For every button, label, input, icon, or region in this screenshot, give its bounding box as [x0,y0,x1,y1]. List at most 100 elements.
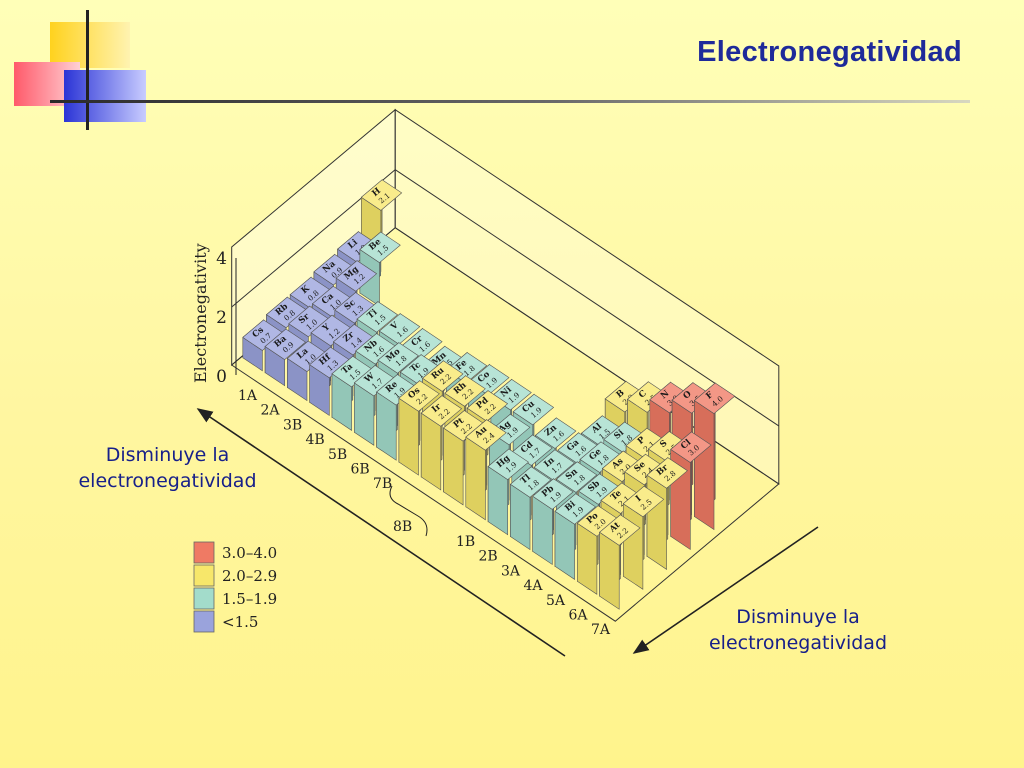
bar-top-face [509,466,552,498]
bar-front-face [599,531,620,610]
legend-label: 2.0–2.9 [222,567,277,585]
legend-label: 1.5–1.9 [222,590,277,608]
note-left: Disminuye la electronegatividad [60,442,275,494]
group-label-2b: 2B [479,549,498,565]
bar-top-face [377,342,419,374]
group-label-3a: 3A [501,563,521,579]
group-label-5b: 5B [328,447,347,463]
bar-cs: Cs0.7 [242,319,284,372]
arrow-right [632,526,819,654]
bar-at: At2.2 [599,514,641,610]
legend-swatch [193,587,215,610]
bar-top-face [444,375,486,407]
bar-top-face [466,390,509,422]
bar-top-face [533,449,575,481]
note-right: Disminuye la electronegatividad [688,604,908,656]
legend-item: 2.0–2.9 [193,564,277,587]
bar-top-face [398,380,440,412]
y-axis: 0 2 4 Electronegativity [191,243,237,387]
bar-top-face [554,493,596,525]
bar-front-face [694,399,715,531]
legend-swatch [193,541,215,564]
group-label-1b: 1B [456,534,475,550]
note-left-line1: Disminuye la [105,444,230,466]
bar-top-face [622,485,665,518]
element-symbol: F [704,390,715,402]
legend-label: 3.0–4.0 [222,544,277,562]
group-label-5a: 5A [546,593,566,609]
arrow-left [196,408,566,657]
bar-top-face [422,360,464,392]
legend: 3.0–4.0 2.0–2.9 1.5–1.9 <1.5 [193,541,277,633]
bar-top-face [535,417,577,449]
bar-front-face [443,427,464,506]
deco-line-horizontal [50,100,970,103]
bar-top-face [487,448,529,480]
y-axis-tick-0: 0 [216,367,227,387]
element-symbol: S [658,438,669,450]
group-label-7a: 7A [591,622,611,638]
group-label-1a: 1A [238,388,258,404]
group-label-6b: 6B [351,462,370,478]
legend-item: 1.5–1.9 [193,587,277,610]
bar-bi: Bi1.9 [554,493,596,580]
bar-po: Po2.0 [576,505,619,595]
bar-top-face [646,457,688,489]
note-right-line2: electronegatividad [708,632,888,654]
bar-hg: Hg1.9 [487,448,529,536]
slide-title: Electronegatividad [697,36,962,68]
bar-w: W1.7 [353,364,396,446]
deco-square-blue [64,70,146,122]
bar-top-face [599,514,641,546]
bar-front-face [646,474,667,570]
group-label-4a: 4A [524,578,544,594]
element-symbol: I [634,494,643,504]
bar-top-face [693,382,736,414]
bar-front-face [622,503,644,590]
deco-square-yellow [50,22,130,68]
bar-ir: Ir2.2 [420,394,463,491]
bar-top-face [420,395,463,427]
legend-label: <1.5 [222,613,258,631]
legend-swatch [193,610,215,633]
bar-hf: Hf1.3 [309,346,351,417]
element-symbol: P [636,435,648,447]
bar-top-face [378,313,421,345]
bar-top-face [335,260,378,292]
group-label-3b: 3B [283,417,302,433]
group-label-2a: 2A [261,403,281,419]
brace-8b [389,485,428,537]
element-symbol: C [637,388,649,400]
bar-ta: Ta1.5 [331,355,373,431]
note-left-line2: electronegatividad [78,470,257,492]
y-axis-label: Electronegativity [191,243,210,383]
element-bars: H2.1Li1.0Be1.5B2.0C2.5N3.0O3.5F4.0Na0.9M… [242,179,736,610]
legend-item: 3.0–4.0 [193,541,277,564]
legend-swatch [193,564,215,587]
legend-item: <1.5 [193,610,258,633]
bar-top-face [465,419,507,451]
bar-ba: Ba0.9 [264,328,306,387]
bar-front-face [465,436,486,521]
deco-line-vertical [86,10,89,130]
bar-front-face [398,397,419,476]
bar-top-face [555,461,598,493]
group-label-6a: 6A [569,608,589,624]
bar-pb: Pb1.9 [532,478,574,566]
bar-top-face [532,478,574,510]
bar-top-face [670,431,712,463]
y-axis-tick-2: 2 [216,308,227,328]
bar-top-face [360,179,403,211]
bar-front-face [420,412,442,491]
note-right-line1: Disminuye la [736,606,860,628]
bar-top-face [359,231,401,263]
bar-pt: Pt2.2 [443,409,485,506]
group-label-7b: 7B [373,476,392,492]
bar-top-face [512,393,555,426]
bar-au: Au2.4 [465,418,507,521]
bar-os: Os2.2 [398,380,440,476]
bar-tl: Tl1.8 [509,466,552,551]
